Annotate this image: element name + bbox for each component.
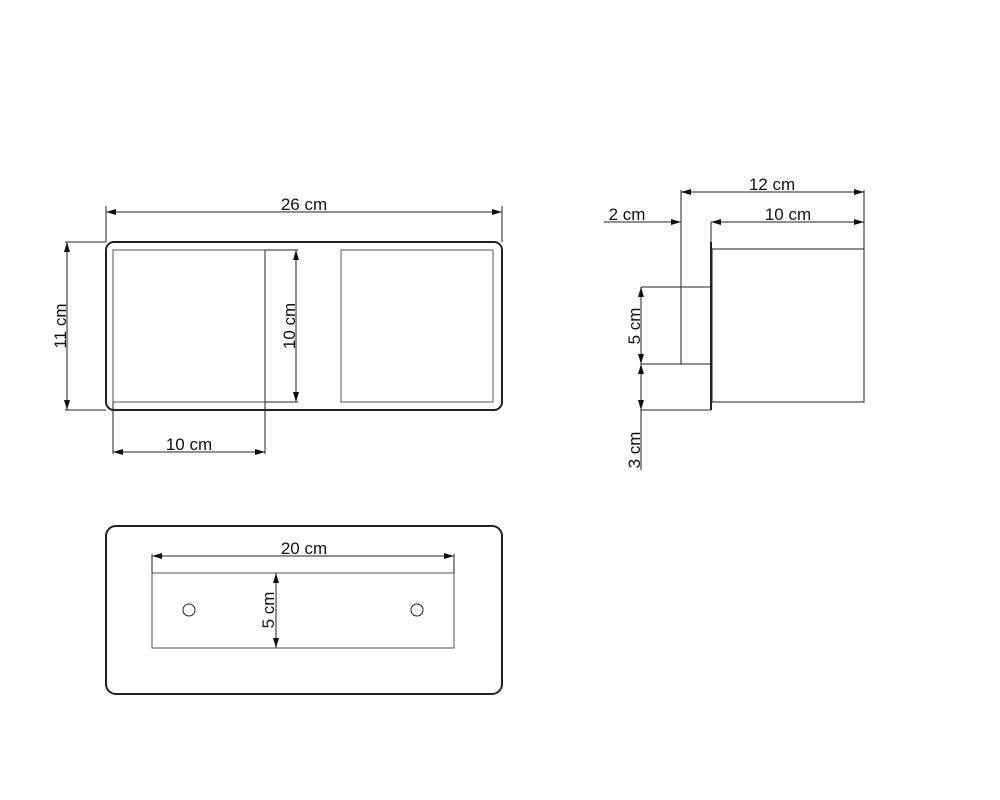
side-base xyxy=(680,286,712,365)
screw-hole-right xyxy=(410,603,424,617)
label-base-depth: 2 cm xyxy=(609,205,646,224)
label-total-height: 11 cm xyxy=(51,303,70,348)
front-outer-frame xyxy=(105,241,503,411)
label-plate-width: 20 cm xyxy=(281,539,327,558)
bottom-view: 20 cm 5 cm xyxy=(105,525,503,695)
front-right-cube xyxy=(340,249,494,403)
label-base-offset: 3 cm xyxy=(625,432,644,469)
label-plate-height: 5 cm xyxy=(259,592,278,629)
front-left-cube xyxy=(112,249,266,403)
label-base-height: 5 cm xyxy=(625,308,644,345)
screw-hole-left xyxy=(182,603,196,617)
label-total-width: 26 cm xyxy=(281,195,327,214)
label-total-depth: 12 cm xyxy=(749,175,795,194)
label-cube-height: 10 cm xyxy=(280,303,299,349)
side-view: 12 cm 10 cm 2 cm 5 cm 3 cm xyxy=(604,175,865,470)
side-cube xyxy=(711,248,865,403)
mounting-plate xyxy=(151,572,455,649)
front-view: 26 cm 11 cm 10 cm 10 cm xyxy=(51,195,503,455)
label-cube-depth: 10 cm xyxy=(765,205,811,224)
bottom-outer-frame xyxy=(105,525,503,695)
label-cube-width: 10 cm xyxy=(166,435,212,454)
